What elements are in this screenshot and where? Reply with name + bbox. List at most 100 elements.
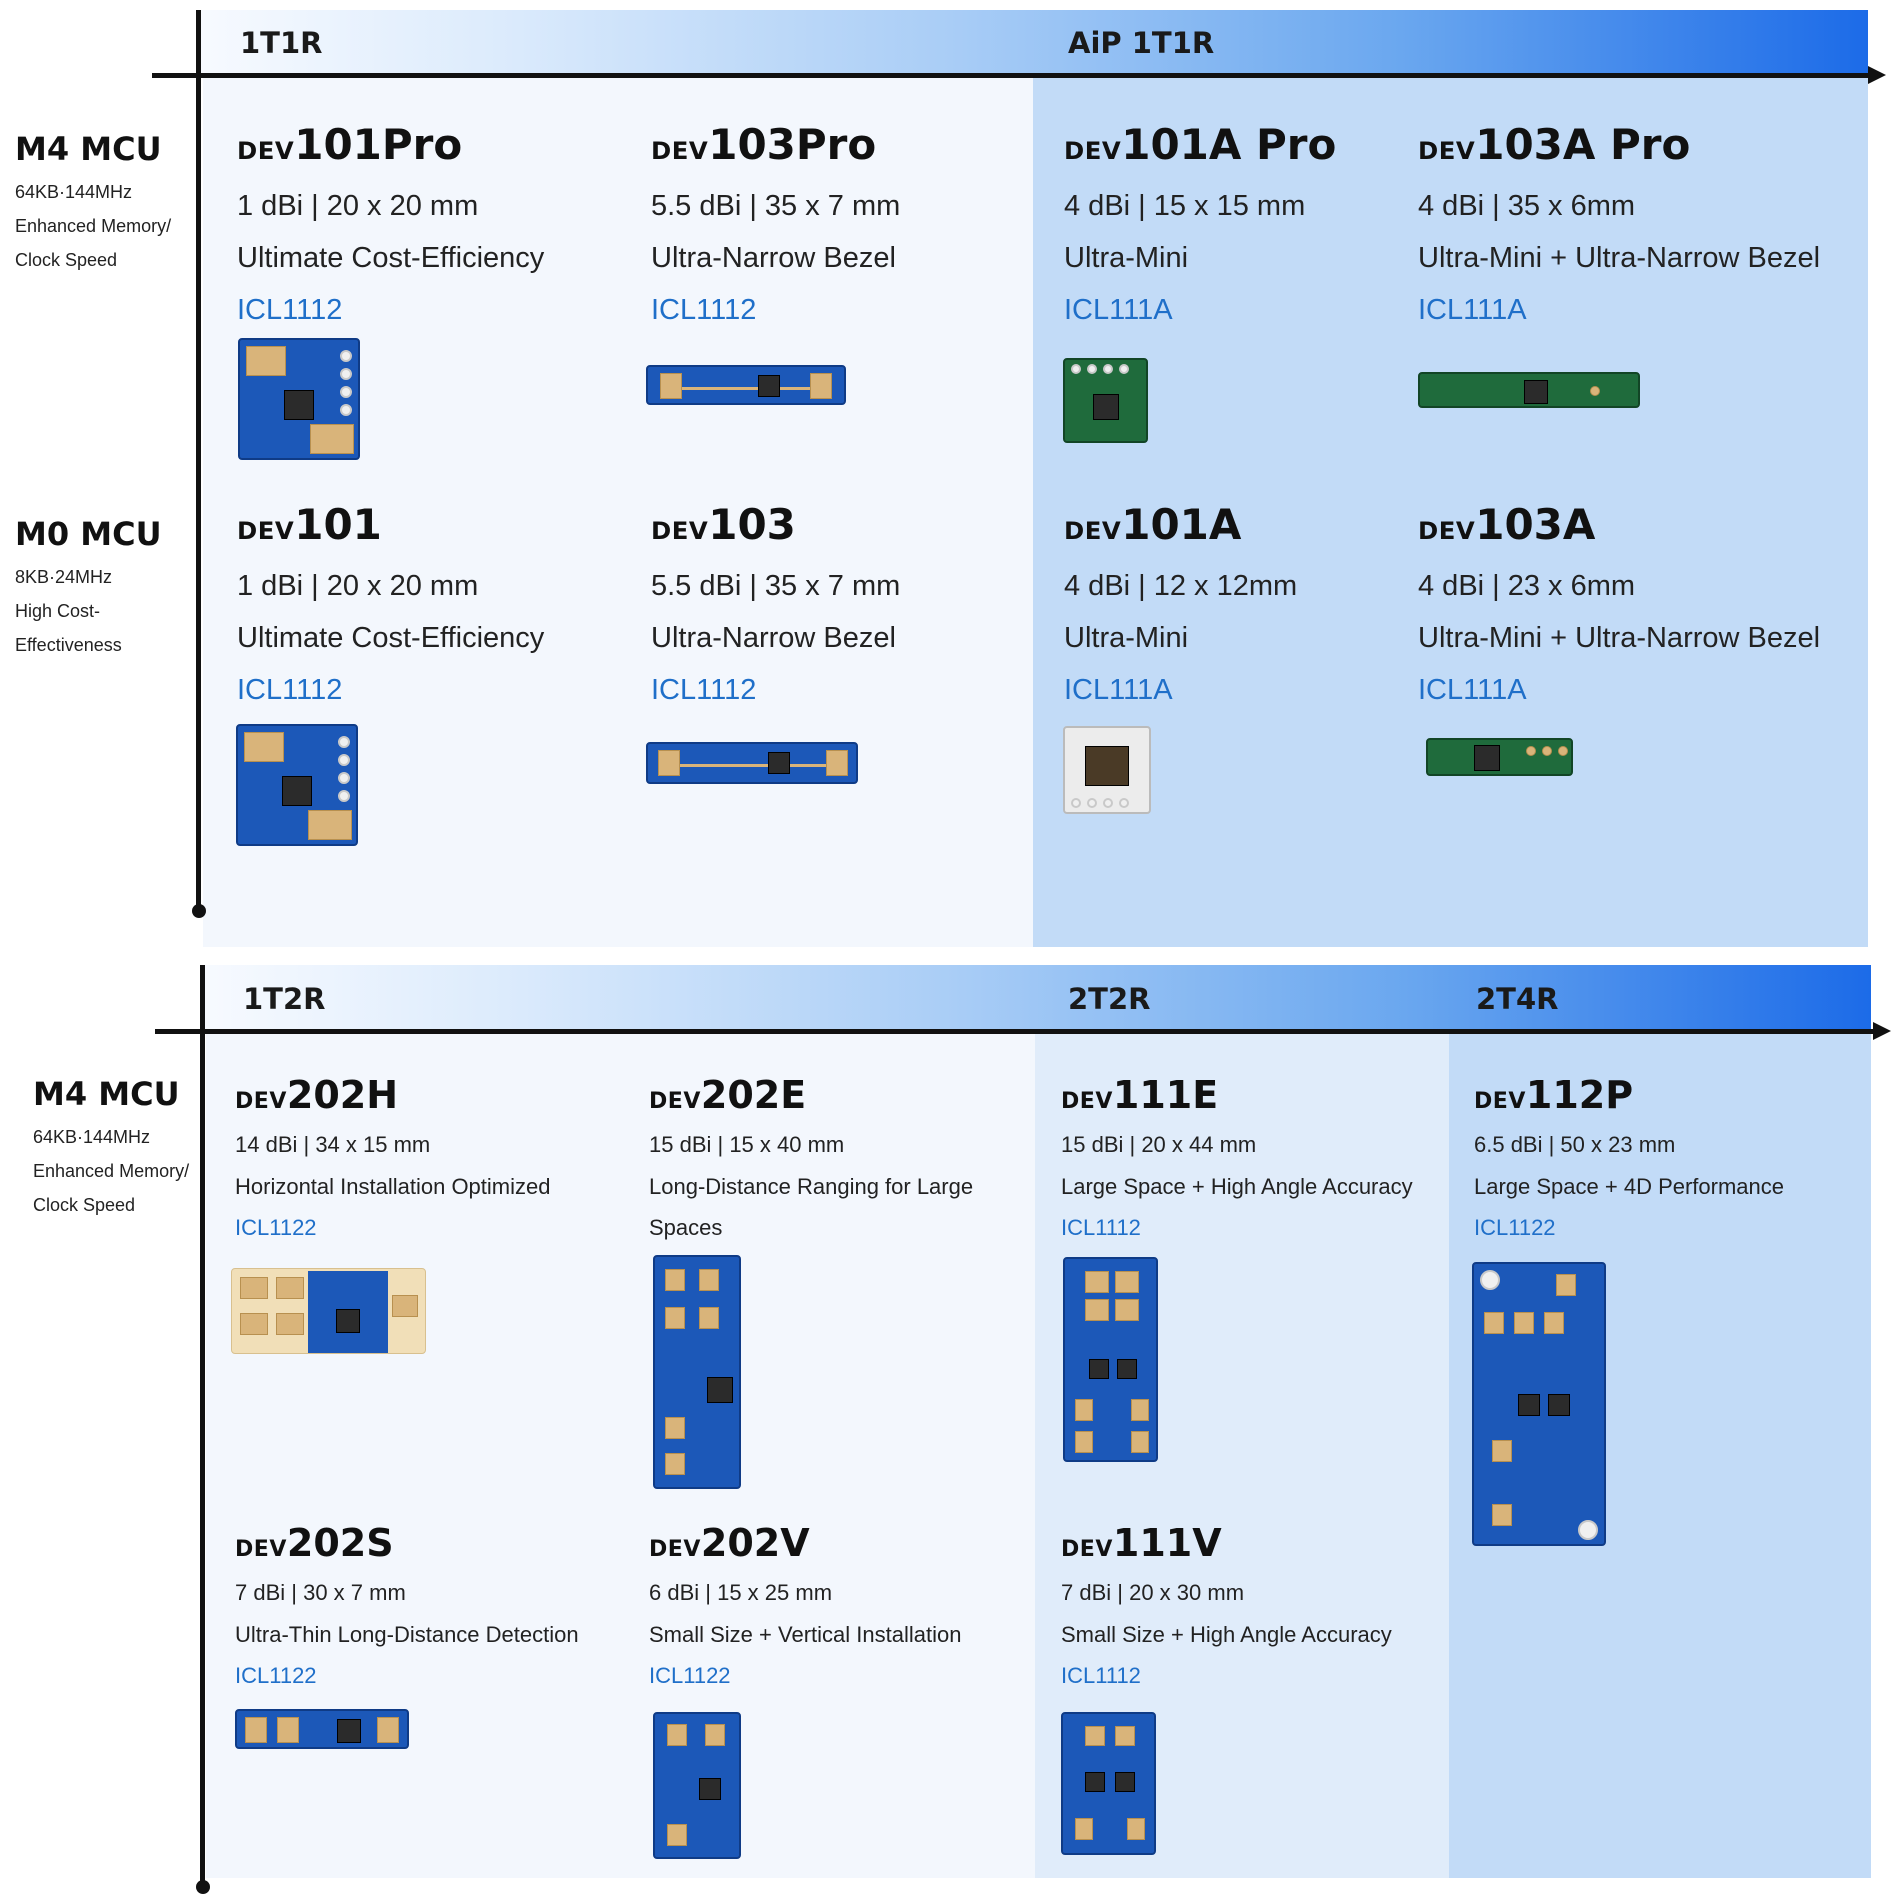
product-feature: Ultra-Mini + Ultra-Narrow Bezel (1418, 622, 1821, 654)
product-chip-link[interactable]: ICL111A (1064, 294, 1173, 326)
product-spec: 14 dBi | 34 x 15 mm (235, 1132, 431, 1157)
product-spec: 6.5 dBi | 50 x 23 mm (1474, 1132, 1676, 1157)
product-chip-link[interactable]: ICL111A (1418, 674, 1527, 706)
top-x-axis (152, 73, 1872, 78)
board-image-dev202s (235, 1709, 409, 1749)
product-spec: 7 dBi | 30 x 7 mm (235, 1580, 406, 1605)
product-name: DEV101 (237, 500, 382, 549)
product-feature: Ultra-Narrow Bezel (651, 242, 896, 274)
product-chip-link[interactable]: ICL111A (1418, 294, 1527, 326)
product-name: DEV101A Pro (1064, 120, 1337, 169)
product-feature: Ultra-Mini (1064, 622, 1189, 654)
board-image-dev202v (653, 1712, 741, 1859)
product-name: DEV101Pro (237, 120, 463, 169)
board-image-dev103pro (646, 365, 846, 405)
product-spec: 15 dBi | 20 x 44 mm (1061, 1132, 1257, 1157)
product-name: DEV112P (1474, 1073, 1634, 1117)
product-chip-link[interactable]: ICL1112 (651, 674, 757, 706)
mcu-spec: 64KB·144MHz (33, 1127, 151, 1147)
product-feature: Ultra-Narrow Bezel (651, 622, 896, 654)
product-spec: 15 dBi | 15 x 40 mm (649, 1132, 845, 1157)
top-header-aip-1t1r: AiP 1T1R (1068, 26, 1215, 60)
product-name: DEV202V (649, 1521, 810, 1565)
product-chip-link[interactable]: ICL111A (1064, 674, 1173, 706)
product-chip-link[interactable]: ICL1122 (235, 1215, 317, 1240)
bottom-y-axis-end-dot (196, 1880, 210, 1894)
product-name: DEV103Pro (651, 120, 877, 169)
board-image-dev103a (1426, 738, 1573, 776)
bottom-x-axis-arrow (1873, 1022, 1891, 1040)
product-name: DEV202E (649, 1073, 807, 1117)
mcu-desc: High Cost- (15, 601, 101, 621)
board-image-dev112p (1472, 1262, 1606, 1546)
product-feature: Ultimate Cost-Efficiency (237, 622, 545, 654)
mcu-title: M4 MCU (15, 130, 162, 168)
product-chip-link[interactable]: ICL1112 (237, 294, 343, 326)
board-image-dev111v (1061, 1712, 1156, 1855)
product-chip-link[interactable]: ICL1112 (237, 674, 343, 706)
bottom-header-2t2r: 2T2R (1068, 982, 1151, 1016)
product-feature: Long-Distance Ranging for Large (649, 1174, 974, 1199)
product-chip-link[interactable]: ICL1112 (651, 294, 757, 326)
mcu-title: M0 MCU (15, 515, 162, 553)
product-spec: 4 dBi | 15 x 15 mm (1064, 190, 1306, 222)
product-feature-cont: Spaces (649, 1215, 723, 1240)
mcu-spec: 64KB·144MHz (15, 182, 133, 202)
product-name: DEV202H (235, 1073, 399, 1117)
product-spec: 4 dBi | 35 x 6mm (1418, 190, 1636, 222)
mcu-desc: Enhanced Memory/ (33, 1161, 190, 1181)
mcu-desc: Effectiveness (15, 635, 122, 655)
product-name: DEV202S (235, 1521, 394, 1565)
top-y-axis-end-dot (192, 904, 206, 918)
bottom-header-bar (205, 965, 1871, 1031)
bottom-y-axis (200, 965, 205, 1885)
product-name: DEV103A Pro (1418, 120, 1691, 169)
product-chip-link[interactable]: ICL1122 (1474, 1215, 1556, 1240)
product-feature: Ultra-Mini (1064, 242, 1189, 274)
product-spec: 5.5 dBi | 35 x 7 mm (651, 190, 901, 222)
mcu-desc: Clock Speed (33, 1195, 136, 1215)
board-image-dev202e (653, 1255, 741, 1489)
mcu-desc: Enhanced Memory/ (15, 216, 172, 236)
product-name: DEV101A (1064, 500, 1242, 549)
product-spec: 1 dBi | 20 x 20 mm (237, 570, 479, 602)
product-spec: 6 dBi | 15 x 25 mm (649, 1580, 833, 1605)
board-image-dev101a-pro (1063, 358, 1148, 443)
product-chip-link[interactable]: ICL1122 (235, 1663, 317, 1688)
product-chip-link[interactable]: ICL1122 (649, 1663, 731, 1688)
board-image-dev202h (231, 1268, 426, 1354)
product-name: DEV111E (1061, 1073, 1219, 1117)
top-header-1t1r: 1T1R (240, 26, 323, 60)
product-spec: 4 dBi | 23 x 6mm (1418, 570, 1636, 602)
bottom-header-2t4r: 2T4R (1476, 982, 1559, 1016)
product-feature: Ultimate Cost-Efficiency (237, 242, 545, 274)
board-image-dev101pro (238, 338, 360, 460)
product-chip-link[interactable]: ICL1112 (1061, 1663, 1141, 1688)
product-chip-link[interactable]: ICL1112 (1061, 1215, 1141, 1240)
board-image-dev101a (1063, 726, 1151, 814)
bottom-panel-1t2r (206, 1033, 1035, 1878)
mcu-spec: 8KB·24MHz (15, 567, 113, 587)
top-y-axis (196, 10, 201, 910)
product-feature: Large Space + 4D Performance (1474, 1174, 1785, 1199)
product-spec: 1 dBi | 20 x 20 mm (237, 190, 479, 222)
product-feature: Large Space + High Angle Accuracy (1061, 1174, 1413, 1199)
product-name: DEV103A (1418, 500, 1596, 549)
board-image-dev111e (1063, 1257, 1158, 1462)
product-feature: Small Size + High Angle Accuracy (1061, 1622, 1392, 1647)
top-panel-aip (1033, 78, 1868, 947)
product-name: DEV111V (1061, 1521, 1222, 1565)
board-image-dev103 (646, 742, 858, 784)
board-image-dev103a-pro (1418, 372, 1640, 408)
top-x-axis-arrow (1868, 66, 1886, 84)
mcu-desc: Clock Speed (15, 250, 118, 270)
mcu-title: M4 MCU (33, 1075, 180, 1113)
product-spec: 7 dBi | 20 x 30 mm (1061, 1580, 1245, 1605)
product-feature: Small Size + Vertical Installation (649, 1622, 962, 1647)
product-feature: Ultra-Thin Long-Distance Detection (235, 1622, 579, 1647)
product-spec: 5.5 dBi | 35 x 7 mm (651, 570, 901, 602)
product-feature: Horizontal Installation Optimized (235, 1174, 551, 1199)
product-feature: Ultra-Mini + Ultra-Narrow Bezel (1418, 242, 1821, 274)
top-header-bar (200, 10, 1868, 76)
board-image-dev101 (236, 724, 358, 846)
